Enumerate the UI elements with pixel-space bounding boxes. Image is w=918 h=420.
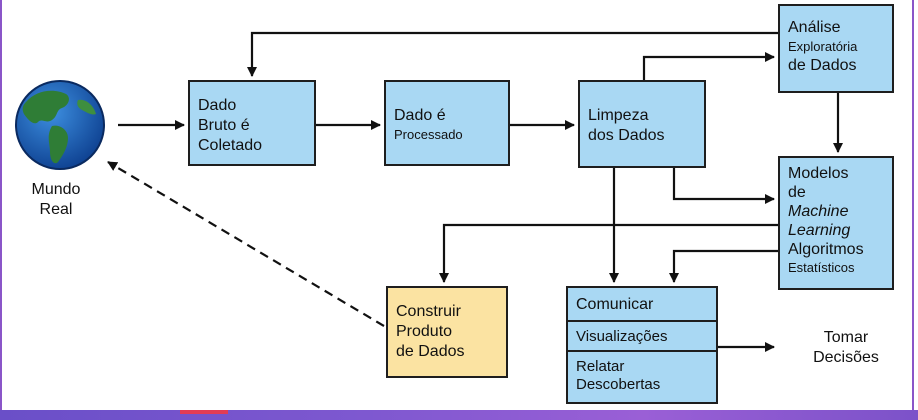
processed-data-box: Dado é Processado — [384, 80, 510, 166]
raw-data-line2: Bruto é — [198, 117, 250, 134]
raw-data-line3: Coletado — [198, 137, 263, 154]
models-line2: de — [788, 184, 806, 201]
product-line2: Produto — [396, 323, 453, 340]
eda-line1: Análise — [788, 19, 841, 36]
models-box: Modelos de Machine Learning Algoritmos E… — [778, 156, 894, 290]
world-label-line1: Mundo — [31, 181, 81, 198]
arrow-models-to-communicate — [669, 249, 778, 283]
processed-line2: Processado — [394, 127, 463, 142]
world-label-line2: Real — [39, 201, 73, 218]
bottom-tab-indicator — [180, 410, 228, 414]
arrow-eda-to-raw — [247, 31, 778, 77]
arrow-models-to-product — [439, 223, 778, 283]
communicate-header: Comunicar — [568, 288, 716, 322]
models-line3: Machine — [788, 203, 849, 220]
findings-line1: Relatar — [576, 358, 625, 375]
raw-data-box: Dado Bruto é Coletado — [188, 80, 316, 166]
models-line1: Modelos — [788, 165, 849, 182]
data-cleaning-box: Limpeza dos Dados — [578, 80, 706, 168]
product-line3: de Dados — [396, 343, 465, 360]
cleaning-line1: Limpeza — [588, 107, 649, 124]
connector-layer — [107, 31, 843, 352]
decisions-label: Tomar Decisões — [786, 328, 906, 368]
eda-line2: Exploratória — [788, 39, 858, 54]
findings-row: Relatar Descobertas — [568, 352, 716, 402]
arrow-cleaning-to-eda — [642, 52, 775, 82]
visualizations-row: Visualizações — [568, 322, 716, 352]
communicate-box: Comunicar Visualizações Relatar Descober… — [566, 286, 718, 404]
raw-data-line1: Dado — [198, 97, 237, 114]
models-line5: Algoritmos — [788, 241, 864, 258]
arrow-cleaning-to-models — [672, 168, 775, 204]
visualizations-text: Visualizações — [576, 328, 668, 345]
globe-icon — [15, 80, 105, 170]
arrow-product-to-world — [107, 161, 385, 327]
findings-line2: Descobertas — [576, 376, 661, 393]
eda-box: Análise Exploratória de Dados — [778, 4, 894, 93]
models-line6: Estatísticos — [788, 260, 855, 275]
world-label: Mundo Real — [16, 180, 96, 220]
bottom-bar — [0, 410, 918, 420]
decisions-line1: Tomar — [823, 329, 869, 346]
communicate-header-text: Comunicar — [576, 296, 654, 313]
decisions-line2: Decisões — [813, 349, 879, 366]
data-product-box: Construir Produto de Dados — [386, 286, 508, 378]
processed-line1: Dado é — [394, 107, 446, 124]
eda-line3: de Dados — [788, 57, 857, 74]
models-line4: Learning — [788, 222, 851, 239]
product-line1: Construir — [396, 303, 461, 320]
cleaning-line2: dos Dados — [588, 127, 665, 144]
diagram-frame — [0, 0, 914, 410]
